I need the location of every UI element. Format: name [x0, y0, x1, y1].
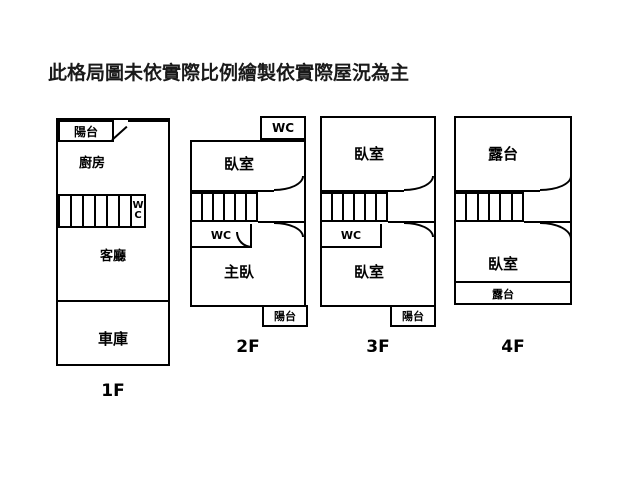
stair-tread: [333, 194, 344, 220]
1f-outline: [56, 118, 170, 366]
1f-room-balcony: 陽台: [58, 120, 114, 142]
stair-tread: [322, 194, 333, 220]
4f-floor-label: 4F: [501, 337, 525, 357]
2f-room-wc-mid: WC: [190, 224, 252, 248]
stair-tread: [96, 196, 108, 226]
2f-room-master-bedroom: 主臥: [223, 262, 254, 281]
3f-floor-label: 3F: [366, 337, 390, 357]
stair-tread: [456, 194, 468, 220]
stair-tread: [344, 194, 355, 220]
stair-tread: [490, 194, 502, 220]
3f-bedroom-bottom-wall: [320, 190, 404, 192]
stair-tread: [192, 194, 203, 220]
2f-bedroom-bottom-wall: [190, 190, 274, 192]
wc-letter-w: W: [132, 200, 144, 211]
stair-tread: [236, 194, 247, 220]
4f-room-terrace-lower: 露台: [492, 288, 514, 301]
stair-tread: [513, 194, 522, 220]
stair-tread: [203, 194, 214, 220]
3f-room-wc-mid: WC: [320, 224, 382, 248]
1f-balcony-right-wall: [128, 120, 170, 122]
3f-room-bedroom-upper: 臥室: [353, 144, 384, 163]
4f-stairs: [454, 192, 524, 222]
3f-room-bedroom-lower: 臥室: [353, 262, 384, 281]
2f-room-wc-top: WC: [260, 116, 306, 140]
stair-tread: [108, 196, 120, 226]
page-title: 此格局圖未依實際比例繪製依實際屋況為主: [48, 62, 410, 84]
stair-tread: [501, 194, 513, 220]
wc-letter-c: C: [134, 210, 142, 221]
stair-tread: [120, 196, 130, 226]
stair-tread: [467, 194, 479, 220]
2f-room-balcony: 陽台: [262, 305, 308, 327]
stair-tread: [214, 194, 225, 220]
1f-room-garage: 車庫: [97, 329, 128, 348]
1f-room-kitchen: 廚房: [78, 155, 105, 171]
stair-tread: [355, 194, 366, 220]
stair-tread: [84, 196, 96, 226]
2f-stairs: [190, 192, 258, 222]
stair-tread: [479, 194, 490, 220]
3f-stairs: [320, 192, 388, 222]
stair-tread: [247, 194, 256, 220]
stair-tread: [72, 196, 84, 226]
1f-stairs: [58, 194, 132, 228]
2f-room-bedroom: 臥室: [223, 154, 254, 173]
3f-room-balcony: 陽台: [390, 305, 436, 327]
stair-tread: [366, 194, 377, 220]
1f-room-wc: W C: [130, 194, 146, 228]
1f-room-living-room: 客廳: [99, 248, 126, 264]
4f-terrace-divider: [454, 281, 572, 283]
1f-garage-divider: [56, 300, 170, 302]
4f-room-bedroom: 臥室: [487, 254, 518, 273]
2f-floor-label: 2F: [236, 337, 260, 357]
stair-tread: [225, 194, 236, 220]
1f-floor-label: 1F: [101, 381, 125, 401]
4f-room-terrace-upper: 露台: [487, 144, 518, 163]
stair-tread: [377, 194, 386, 220]
stair-tread: [60, 196, 72, 226]
4f-terrace-bottom-wall: [454, 190, 540, 192]
